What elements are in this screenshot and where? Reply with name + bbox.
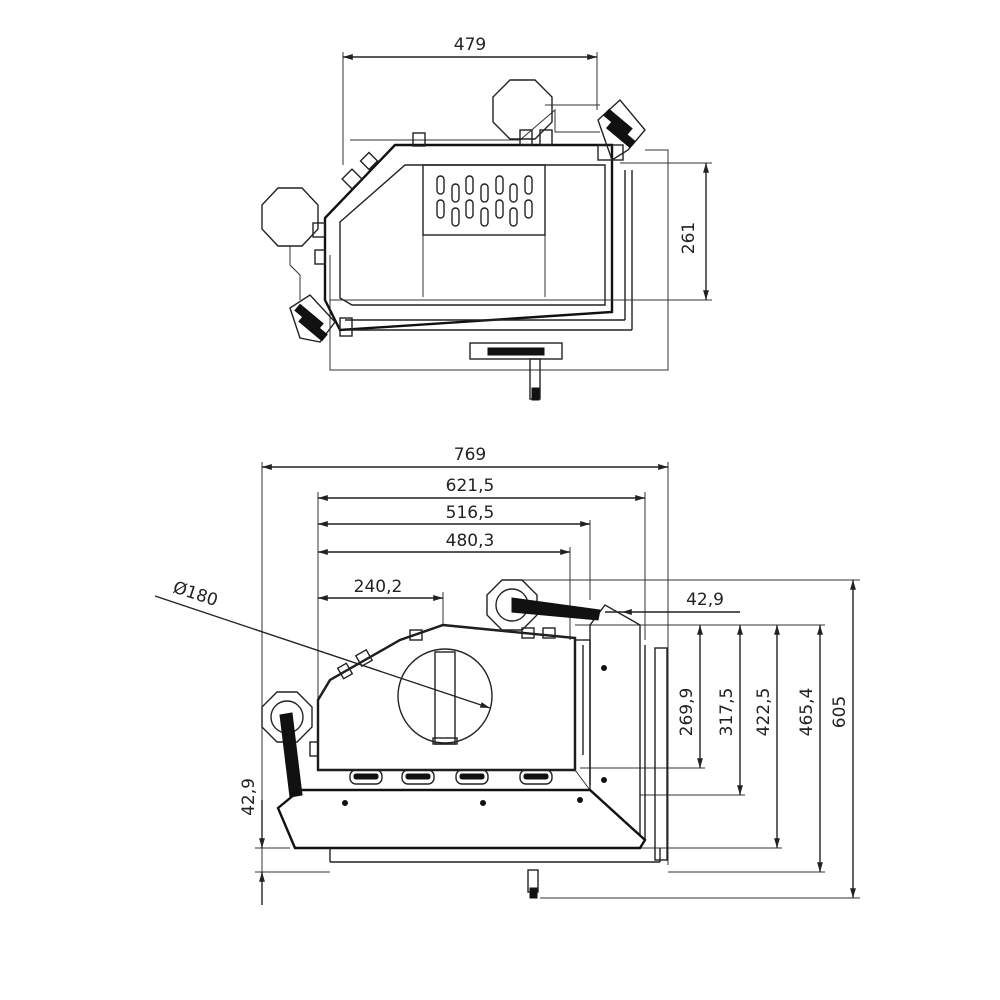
top-studs	[312, 129, 553, 265]
dim-top-width-label: 479	[454, 35, 486, 55]
vent-slot	[465, 199, 474, 219]
front-base	[276, 665, 661, 863]
vent-slot	[451, 183, 460, 203]
dim-flue-offset: 240,2	[318, 577, 444, 625]
dim-height-4-label: 465,4	[797, 688, 817, 737]
dim-left-offset: 42,9	[239, 778, 330, 905]
top-corner-bracket-right	[597, 98, 646, 162]
front-studs	[309, 627, 556, 757]
vent-slot	[509, 183, 518, 203]
top-firebox	[323, 143, 633, 332]
vent-slot	[480, 207, 489, 227]
air-inlet	[401, 769, 435, 785]
front-flue-opening	[397, 648, 493, 745]
air-inlet	[349, 769, 383, 785]
dim-top-depth: 261	[620, 162, 712, 301]
top-flue-connector-1	[492, 79, 600, 140]
vent-slot	[436, 199, 445, 219]
vent-slot	[524, 175, 533, 195]
dim-flue-diameter: Ø180	[154, 578, 491, 709]
vent-slot	[436, 175, 445, 195]
vent-slots	[436, 175, 533, 227]
dim-flue-offset-label: 240,2	[354, 577, 403, 597]
front-view: 769 621,5 516,5 480,3 240,2 Ø1	[154, 445, 860, 905]
dim-width-2-label: 621,5	[446, 476, 495, 496]
dim-height-2: 317,5	[640, 624, 745, 796]
vent-slot	[480, 183, 489, 203]
top-flue-connector-2	[261, 187, 319, 300]
top-outer-casing	[329, 108, 669, 371]
dim-height-3: 422,5	[640, 624, 782, 849]
dim-right-offset-label: 42,9	[686, 590, 724, 610]
dim-right-offset: 42,9	[605, 590, 740, 615]
top-view: 479 261	[261, 35, 712, 401]
front-flue-connector-right	[486, 579, 601, 631]
dim-overall-height: 605	[515, 579, 860, 899]
top-vent-grille	[436, 175, 533, 227]
dim-top-width: 479	[342, 35, 598, 165]
dim-flue-diameter-label: Ø180	[170, 578, 220, 611]
vent-slot	[495, 175, 504, 195]
top-front-handle	[469, 342, 563, 401]
dim-height-2-label: 317,5	[717, 688, 737, 737]
front-air-inlets	[349, 769, 553, 785]
front-flue-connector-left	[261, 691, 313, 798]
dim-top-depth-label: 261	[679, 222, 699, 254]
air-inlet	[519, 769, 553, 785]
dim-width-4: 480,3	[317, 531, 571, 700]
dim-width-3-label: 516,5	[446, 503, 495, 523]
vent-slot	[524, 199, 533, 219]
vent-slot	[465, 175, 474, 195]
dim-height-3-label: 422,5	[754, 688, 774, 737]
dim-overall-width-label: 769	[454, 445, 486, 465]
top-corner-bracket-left	[289, 294, 353, 343]
dim-width-3: 516,5	[317, 503, 591, 600]
dim-overall-height-label: 605	[830, 696, 850, 728]
dim-width-4-label: 480,3	[446, 531, 495, 551]
front-firebox	[316, 604, 668, 861]
vent-slot	[451, 207, 460, 227]
front-bottom-knob	[527, 869, 539, 899]
vent-slot	[509, 207, 518, 227]
dim-left-offset-label: 42,9	[239, 778, 259, 816]
dim-width-2: 621,5	[317, 476, 646, 640]
vent-slot	[495, 199, 504, 219]
air-inlet	[455, 769, 489, 785]
dim-height-4: 465,4	[668, 624, 825, 873]
dim-height-1-label: 269,9	[677, 688, 697, 737]
